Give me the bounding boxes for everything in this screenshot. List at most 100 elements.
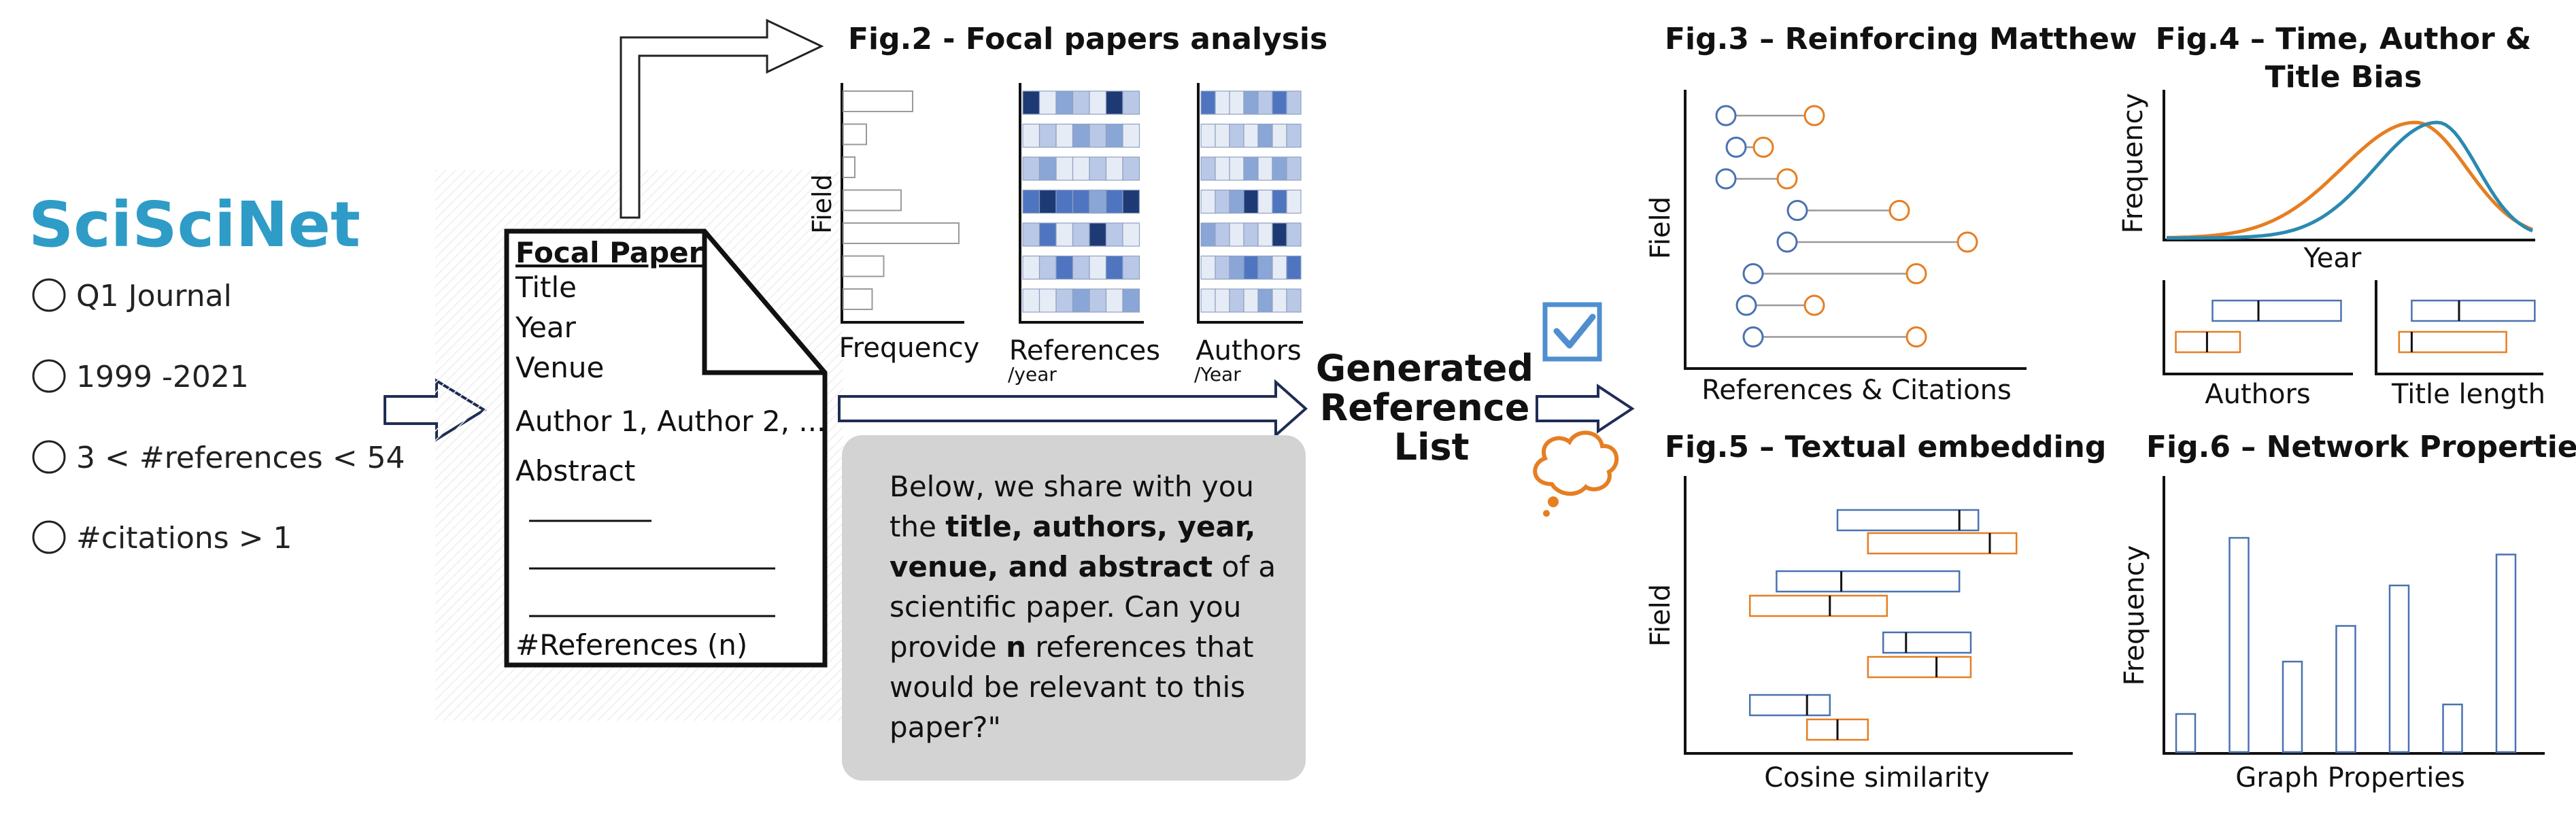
heatmap-cell <box>1089 90 1107 115</box>
arrow-icon <box>1536 384 1635 434</box>
heatmap-cell <box>1089 156 1107 181</box>
heatmap-cell <box>1038 189 1057 214</box>
panel-label: Authors <box>1196 335 1302 367</box>
heatmap-cell <box>1229 255 1244 280</box>
prompt-segment: the <box>889 510 945 543</box>
property-bar <box>2228 536 2250 753</box>
panel-label: References <box>1009 335 1160 367</box>
heatmap-cell <box>1105 288 1123 313</box>
fig2-panel: Fig.2 - Focal papers analysis Field Freq… <box>807 22 1327 386</box>
heatmap-cell <box>1229 222 1244 247</box>
heatmap-cell <box>1229 288 1244 313</box>
orange-box <box>1867 655 1972 679</box>
paper-heading: Focal Paper <box>515 236 703 269</box>
heatmap-cell <box>1122 288 1140 313</box>
heatmap-cell <box>1229 123 1244 148</box>
filter-item: 1999 -2021 <box>32 359 249 394</box>
prompt-segment: n <box>1006 630 1026 664</box>
heatmap-cell <box>1022 90 1040 115</box>
fig5-panel: Fig.5 – Textual embedding Field Cosine s… <box>1645 430 2106 794</box>
fig4-title-boxplot: Title length <box>2375 280 2545 410</box>
fig4-panel: Fig.4 – Time, Author & Title Bias Freque… <box>2118 22 2545 410</box>
reference-point <box>1786 200 1808 221</box>
filter-item: #citations > 1 <box>32 520 292 556</box>
heatmap-cell <box>1022 123 1040 148</box>
heatmap-cell <box>1105 255 1123 280</box>
heatmap-cell <box>1055 156 1074 181</box>
paper-field: Venue <box>515 351 604 384</box>
heatmap-cell <box>1055 222 1074 247</box>
heatmap-cell <box>1286 90 1302 115</box>
frequency-bar <box>843 90 913 112</box>
blue-density-curve <box>2167 120 2534 240</box>
heatmap-cell <box>1038 90 1057 115</box>
x-axis-label: Frequency <box>839 333 980 364</box>
prompt-segment: Below, we share with you <box>889 470 1254 503</box>
filter-item: Q1 Journal <box>32 278 232 313</box>
heatmap-cell <box>1200 222 1216 247</box>
heatmap-cell <box>1215 123 1230 148</box>
heatmap-cell <box>1229 189 1244 214</box>
fig6-panel: Fig.6 – Network Properties Frequency Gra… <box>2119 430 2576 794</box>
heatmap-cells <box>1022 90 1140 313</box>
frequency-bar <box>843 222 960 244</box>
orange-box <box>1748 594 1888 617</box>
heatmap-cell <box>1229 156 1244 181</box>
property-bar <box>2175 713 2197 753</box>
arrow-icon <box>620 18 824 219</box>
generated-line: Generated <box>1316 347 1533 390</box>
box-marks <box>2398 299 2536 354</box>
y-axis-label: Field <box>1645 584 1676 647</box>
heatmap-cell <box>1272 90 1287 115</box>
heatmap-cell <box>1038 222 1057 247</box>
heatmap-cell <box>1215 222 1230 247</box>
heatmap-cell <box>1243 288 1259 313</box>
reference-point <box>1742 326 1764 347</box>
orange-density-curve <box>2166 120 2533 239</box>
paper-field: #References (n) <box>515 628 747 662</box>
heatmap-cell <box>1089 222 1107 247</box>
filter-label: 1999 -2021 <box>76 360 249 394</box>
reference-point <box>1715 105 1737 126</box>
prompt-segment: of a <box>1213 550 1276 583</box>
filter-label: Q1 Journal <box>76 279 232 313</box>
fig2-references-heatmap: References /year <box>1008 83 1160 386</box>
heatmap-cell <box>1022 222 1040 247</box>
heatmap-cell <box>1072 90 1090 115</box>
citation-point <box>1905 263 1927 284</box>
frequency-bar <box>843 288 873 310</box>
heatmap-cell <box>1243 189 1259 214</box>
prompt-segment: references that <box>1026 630 1253 664</box>
y-axis-label: Field <box>1645 197 1676 259</box>
x-axis-label: Graph Properties <box>2235 762 2465 794</box>
property-bar <box>2282 660 2303 753</box>
heatmap-cell <box>1072 255 1090 280</box>
citation-point <box>1956 231 1978 253</box>
fig5-boxes <box>1748 509 2018 741</box>
fig4-title: Title Bias <box>2265 60 2422 95</box>
blue-box <box>1748 694 1831 717</box>
heatmap-cell <box>1215 255 1230 280</box>
heatmap-cell <box>1038 156 1057 181</box>
thought-bubble-icon <box>1533 430 1619 517</box>
paper-field: Author 1, Author 2, ... <box>515 405 826 438</box>
prompt-segment: scientific paper. Can you <box>889 590 1241 624</box>
heatmap-cell <box>1272 222 1287 247</box>
heatmap-cell <box>1286 156 1302 181</box>
heatmap-cell <box>1022 189 1040 214</box>
x-axis-label: References & Citations <box>1701 375 2012 406</box>
paper-field: Abstract <box>515 454 635 488</box>
heatmap-cell <box>1257 90 1273 115</box>
frequency-bar <box>843 255 885 277</box>
arrow-icon <box>838 379 1308 439</box>
heatmap-cell <box>1257 123 1273 148</box>
box-marks <box>2175 299 2342 354</box>
citation-point <box>1803 105 1825 126</box>
fig3-title: Fig.3 – Reinforcing Matthew <box>1665 22 2137 56</box>
x-axis-label: Authors <box>2205 379 2311 410</box>
bubble-dot <box>1548 496 1559 507</box>
fig6-bars <box>2175 536 2517 753</box>
panel-sublabel: /Year <box>1194 363 1241 386</box>
property-bar <box>2388 584 2410 753</box>
